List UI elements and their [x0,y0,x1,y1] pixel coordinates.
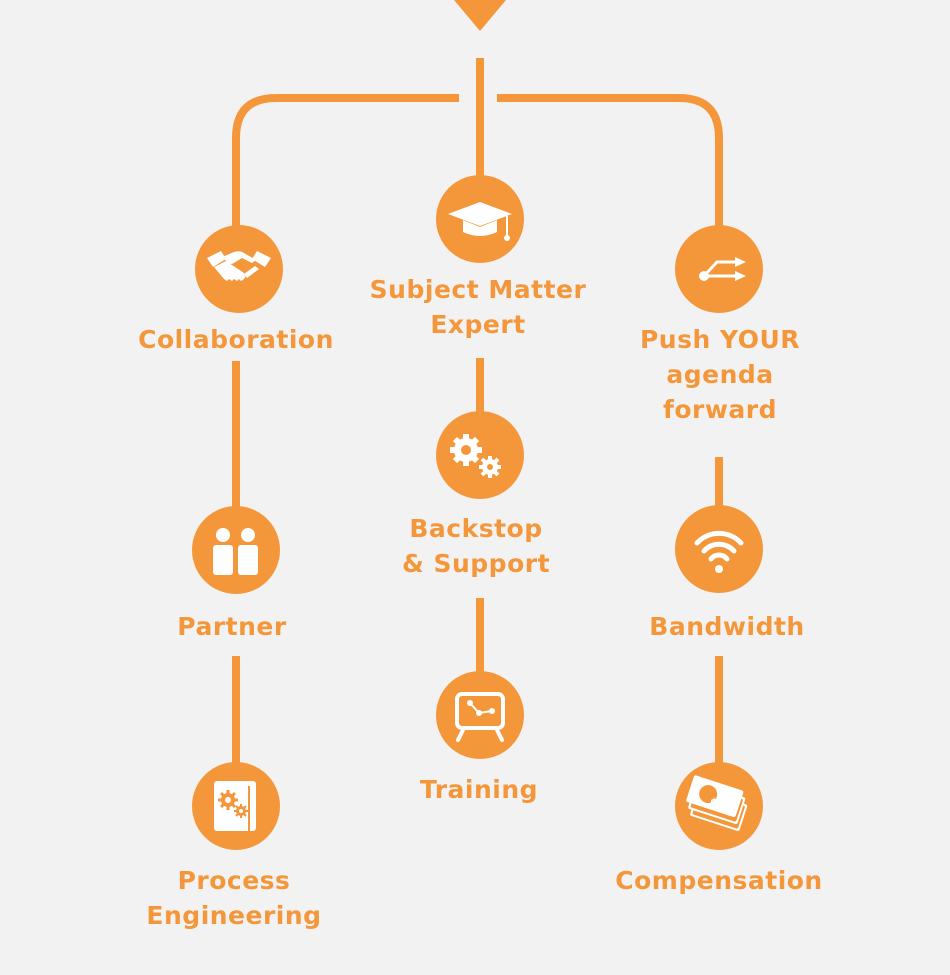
partner-label: Partner [177,612,287,641]
push-agenda-circle [675,225,763,313]
share-arrows-icon [699,257,746,281]
subject-matter-expert-label: Subject Matter Expert [369,275,587,339]
bandwidth-label: Bandwidth [649,612,805,641]
top-arrow [454,0,506,31]
graduation-cap-icon [448,202,512,241]
svg-text:$: $ [710,796,718,810]
backstop-support-circle [436,411,524,499]
push-your-agenda-label: Push YOUR agenda forward [639,325,801,424]
process-engineering-label: Process Engineering [146,866,322,930]
collaboration-label: Collaboration [138,325,334,354]
training-label: Training [419,775,539,804]
backstop-support-label: Backstop & Support [401,514,551,578]
collaboration-circle [195,225,283,313]
presentation-board-icon [455,692,505,742]
compensation-label: Compensation [615,866,823,895]
handshake-icon [207,251,271,281]
money-icon: $ [686,775,748,831]
people-icon [213,528,258,575]
connector-right-branch [497,94,723,226]
connector-left-branch [232,94,459,226]
partner-circle [192,506,280,594]
gears-icon [450,434,501,478]
gear-book-icon [214,781,256,831]
bandwidth-circle [675,505,763,593]
wifi-icon [694,530,744,573]
